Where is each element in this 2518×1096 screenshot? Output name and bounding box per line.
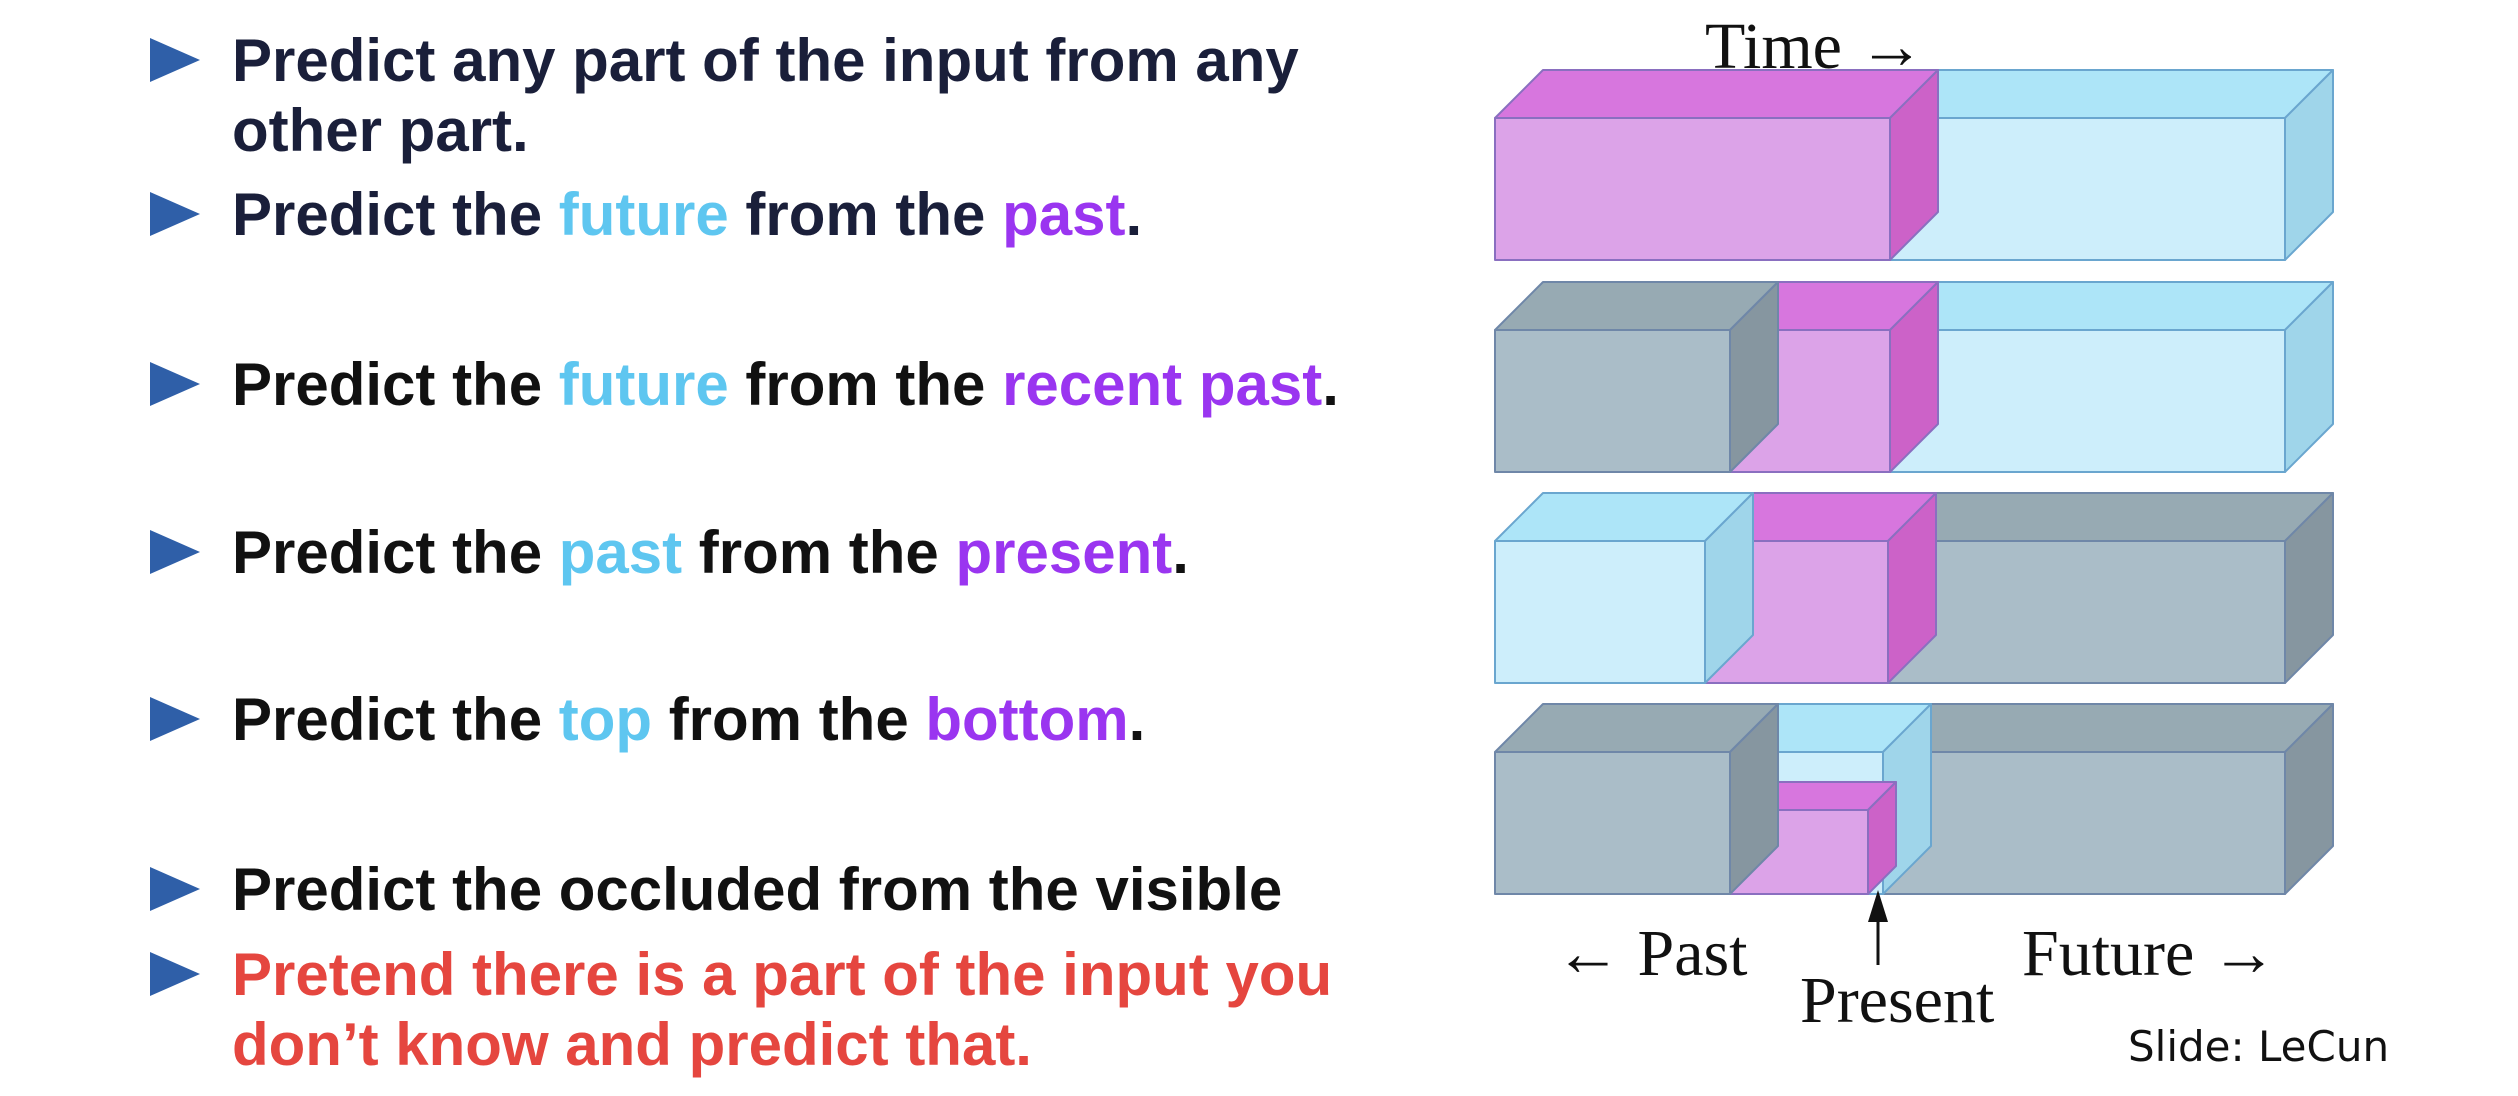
bullet-text: Predict the top from the bottom.	[232, 685, 1145, 755]
highlighted-word: top	[558, 686, 653, 753]
segment-hidden	[1494, 703, 1779, 895]
text-segment: Predict the	[232, 181, 559, 248]
highlighted-word: recent past	[1002, 351, 1323, 418]
text-segment: don’t know and predict that.	[232, 1011, 1032, 1078]
segment-past-observed	[1494, 69, 1939, 261]
time-label: Time →	[1705, 10, 1924, 83]
bullet-arrow-icon	[150, 952, 202, 996]
text-segment: from the	[652, 686, 926, 753]
segment-future-known	[1889, 281, 2334, 473]
present-arrow	[1868, 890, 1888, 965]
text-segment: Predict any part of the input from any	[232, 27, 1299, 94]
text-segment: Pretend there is a part of the input you	[232, 941, 1333, 1008]
bullet-text: Pretend there is a part of the input you	[232, 940, 1332, 1010]
highlighted-word: present	[955, 519, 1173, 586]
bullet-arrow-icon	[150, 192, 202, 236]
segment-hidden	[1887, 492, 2334, 684]
slide-credit: Slide: LeCun	[2128, 1022, 2390, 1071]
segment-past-known	[1494, 492, 1754, 684]
text-segment: .	[1322, 351, 1339, 418]
past-label: ← Past	[1555, 917, 1748, 990]
highlighted-word: future	[558, 181, 729, 248]
bullet-text: don’t know and predict that.	[232, 1010, 1032, 1080]
bullet-text: other part.	[232, 96, 529, 166]
text-segment: other part.	[232, 97, 529, 164]
highlighted-word: future	[558, 351, 729, 418]
text-segment: from the	[682, 519, 956, 586]
segment-present	[1704, 492, 1937, 684]
bullet-arrow-icon	[150, 697, 202, 741]
bullet-arrow-icon	[150, 38, 202, 82]
text-segment: .	[1172, 519, 1189, 586]
highlighted-word: past	[558, 519, 683, 586]
bullet-text: Predict the future from the past.	[232, 180, 1142, 250]
text-segment: Predict the	[232, 351, 559, 418]
segment-hidden	[1494, 281, 1779, 473]
bullet-arrow-icon	[150, 867, 202, 911]
text-segment: Predict the	[232, 686, 559, 753]
present-label: Present	[1800, 964, 1994, 1037]
text-segment: from the	[728, 181, 1003, 248]
highlighted-word: bottom	[925, 686, 1129, 753]
highlighted-word: past	[1002, 181, 1126, 248]
bullet-text: Predict the occluded from the visible	[232, 855, 1282, 925]
text-segment: .	[1128, 686, 1146, 753]
bullet-text: Predict the past from the present.	[232, 518, 1189, 588]
text-segment: Predict the occluded from the visible	[232, 856, 1283, 923]
bullet-arrow-icon	[150, 530, 202, 574]
text-segment: Predict the	[232, 519, 559, 586]
bullet-arrow-icon	[150, 362, 202, 406]
bullet-text: Predict the future from the recent past.	[232, 350, 1339, 420]
bullet-text: Predict any part of the input from any	[232, 26, 1299, 96]
text-segment: from the	[728, 351, 1003, 418]
future-label: Future →	[2022, 917, 2277, 990]
segment-future-known	[1889, 69, 2334, 261]
text-segment: .	[1125, 181, 1143, 248]
segment-hidden	[1882, 703, 2334, 895]
